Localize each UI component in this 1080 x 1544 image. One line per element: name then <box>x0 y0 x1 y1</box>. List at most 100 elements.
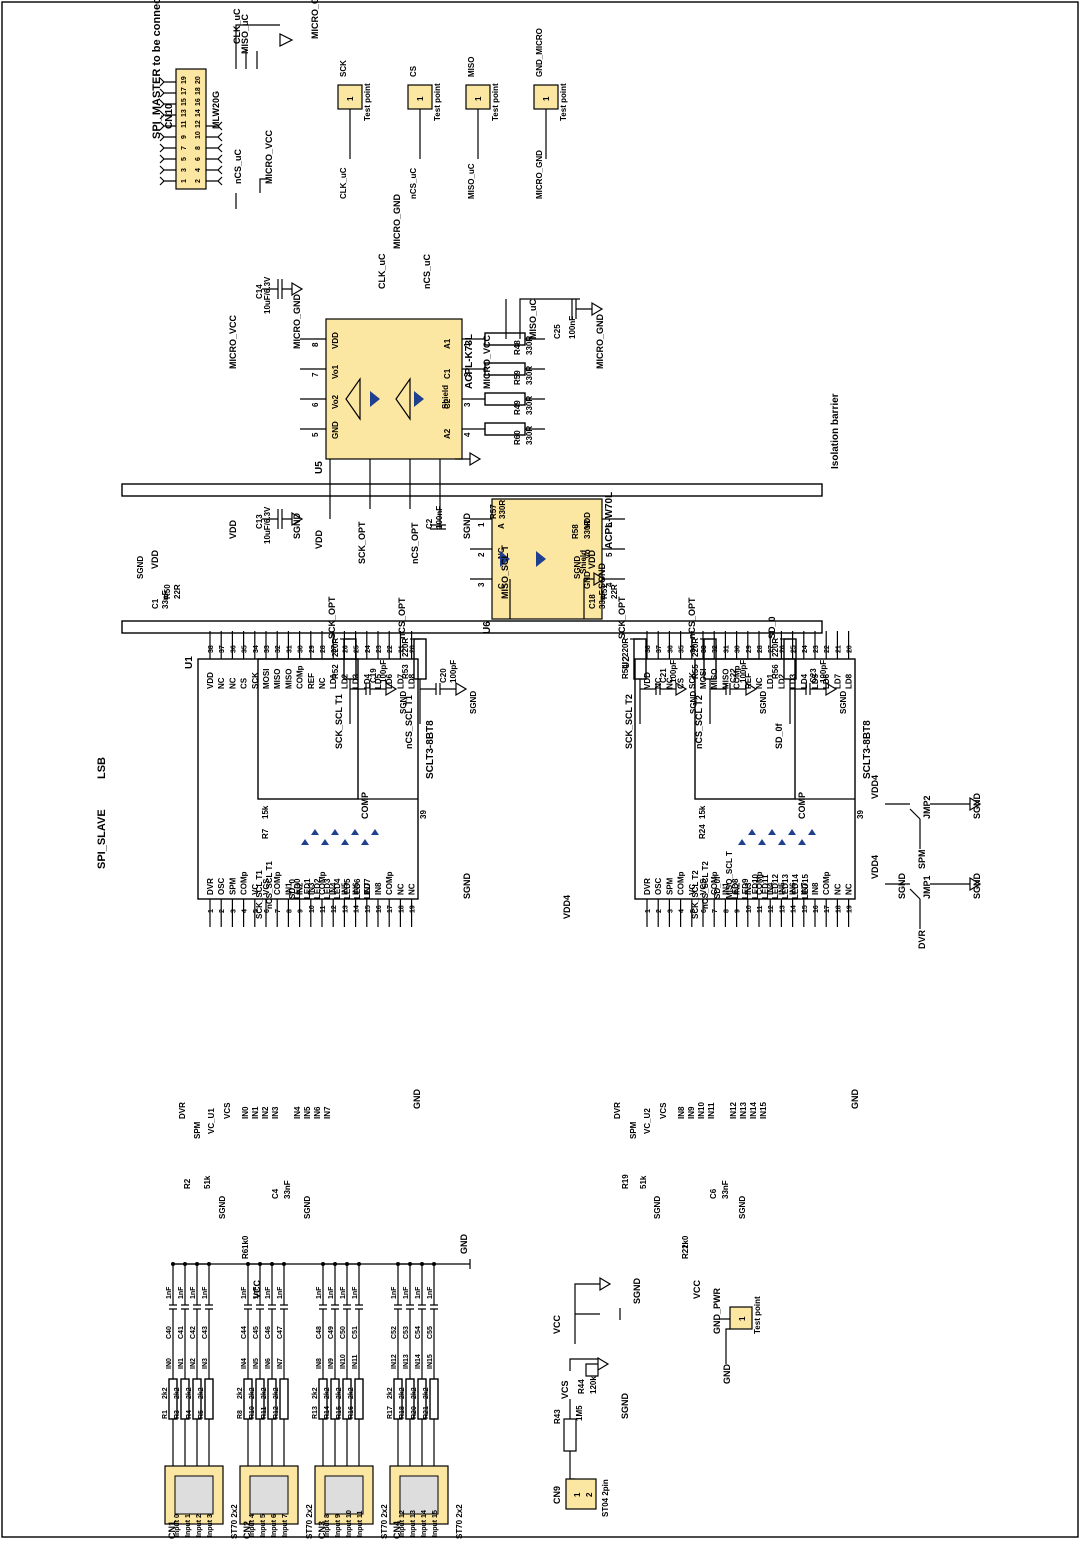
cn10-body <box>175 68 207 190</box>
input-cap <box>406 1264 414 1310</box>
u1-r2-value: 51k <box>203 1175 212 1189</box>
cn10-pin-nc <box>206 121 223 131</box>
input-connector-socket <box>399 1475 439 1515</box>
opto-sgnd: SGND <box>292 512 302 539</box>
chip-right-pin-number: 33 <box>264 645 271 653</box>
chip-right-pin-name: MOSI <box>262 669 271 689</box>
input-label: Input 5 <box>260 1514 267 1537</box>
u1-in-net: IN2 <box>261 1106 270 1119</box>
c25-value: 100nF <box>568 316 577 339</box>
input-cap-value: 1nF <box>427 1286 434 1299</box>
r58-value: 330R <box>583 520 592 539</box>
chip-right-pin-number: 25 <box>354 645 361 653</box>
chip-left-pin-name: VC <box>251 884 260 895</box>
input-cap <box>205 1264 213 1310</box>
chip-right-pin-number: 28 <box>757 645 764 653</box>
opto-resistor-value: 330R <box>525 336 534 355</box>
chip-left-pin-number: 14 <box>791 905 798 913</box>
u5-pin-number: 5 <box>311 432 320 437</box>
input-cap <box>181 1264 189 1310</box>
input-connector-ref: CN2 <box>242 1521 252 1539</box>
chip-comp-label: COMP <box>797 792 807 819</box>
input-resistor-value: 2k2 <box>273 1387 280 1399</box>
u1-led-symbol <box>321 839 329 845</box>
cn10-pin-wire <box>159 154 176 164</box>
chip-left-pin-name: COMp <box>677 871 686 895</box>
opto-sgnd3: SGND <box>597 562 607 589</box>
input-gnd: GND <box>459 1234 469 1255</box>
rc-resistor-ref: R56 <box>771 664 780 679</box>
cn10-pin: 13 <box>181 109 188 117</box>
input-cap-ref: C49 <box>328 1326 335 1339</box>
spi-slave-title: SPI_SLAVE <box>96 809 108 869</box>
u1-in-net: IN3 <box>271 1106 280 1119</box>
u2-led-label: LED14 <box>791 874 800 899</box>
input-label: Input 12 <box>399 1510 406 1537</box>
net-cap-ref: C1 <box>151 598 160 609</box>
cn10-pin-nc <box>206 176 223 186</box>
chip-right-pin-name: LD5 <box>374 673 383 689</box>
rc-sgnd: SGND <box>759 691 768 714</box>
cn10-pin: 3 <box>181 168 188 172</box>
u2-gnd: GND <box>850 1089 860 1110</box>
u2-r24-value: 15k <box>698 805 707 819</box>
input-resistor-value: 2k2 <box>174 1387 181 1399</box>
chip-left-pin-name: DVR <box>643 878 652 895</box>
input-cap <box>193 1264 201 1310</box>
test-point-pin: GND_MICRO <box>535 28 544 77</box>
rc-sgnd: SGND <box>689 691 698 714</box>
chip-right-pin-number: 21 <box>835 645 842 653</box>
rc-resistor-value: 220R <box>401 638 410 657</box>
chip-right-pin-number: 30 <box>735 645 742 653</box>
chip-left-pin-name: IN6 <box>352 882 361 895</box>
test-point-num: 1 <box>346 96 355 101</box>
u6-shield: Shield <box>579 550 588 574</box>
test-point-num: 1 <box>542 96 551 101</box>
input-cap-ref: C48 <box>316 1326 323 1339</box>
input-cap-value: 1nF <box>166 1286 173 1299</box>
u1-dvr-net: DVR <box>178 1102 187 1119</box>
opto-resistor-ref: R48 <box>513 340 522 355</box>
chip-left-pin-name: IN1 <box>284 882 293 895</box>
chip-left-pin-number: 13 <box>779 905 786 913</box>
r57-ref: R57 <box>489 504 498 519</box>
u2-vcu2-net: VC_U2 <box>643 1108 652 1134</box>
input-resistor-ref: R13 <box>312 1406 319 1419</box>
rc-cap-value: 100pF <box>819 660 828 683</box>
input-cap-value: 1nF <box>340 1286 347 1299</box>
u2-led-label: LED11 <box>761 874 770 899</box>
net-resistor-ref: R50 <box>163 584 172 599</box>
input-resistor-value: 2k2 <box>249 1387 256 1399</box>
u2-in-net: IN15 <box>759 1102 768 1119</box>
chip-right-pin-number: 32 <box>712 645 719 653</box>
jumper-top-net: VDD4 <box>870 855 880 879</box>
mgnd-label: MICRO_GND <box>292 293 302 349</box>
input-label: Input 11 <box>357 1510 364 1537</box>
input-resistor-value: 2k2 <box>237 1387 244 1399</box>
rc-resistor-value: 220R <box>621 638 630 657</box>
opto-clk-net: CLK_uC <box>377 253 387 289</box>
rc-cap-value: 100pF <box>379 660 388 683</box>
u5-pin-number: 3 <box>463 402 472 407</box>
opto-ncs-opt: nCS_OPT <box>410 522 420 564</box>
input-resistor-value: 2k2 <box>162 1387 169 1399</box>
input-net: IN6 <box>265 1358 272 1369</box>
chip-left-pin-name: COMp <box>822 871 831 895</box>
u1-led-symbol <box>351 829 359 835</box>
slave-section: SPI_SLAVE LSB <box>96 757 108 869</box>
input-net: IN8 <box>316 1358 323 1369</box>
u1-r6-ref: R6 <box>241 1248 250 1259</box>
net-cap-value: 33nF <box>161 590 170 609</box>
u1-in-net: IN0 <box>241 1106 250 1119</box>
u1-vcs-net: VCS <box>223 1102 232 1119</box>
cn10-pin-nc <box>206 143 223 153</box>
u2-r19-ref: R19 <box>621 1174 630 1189</box>
input-cap-ref: C42 <box>190 1326 197 1339</box>
u1-led-symbol <box>301 839 309 845</box>
u2-led-symbol <box>798 839 806 845</box>
